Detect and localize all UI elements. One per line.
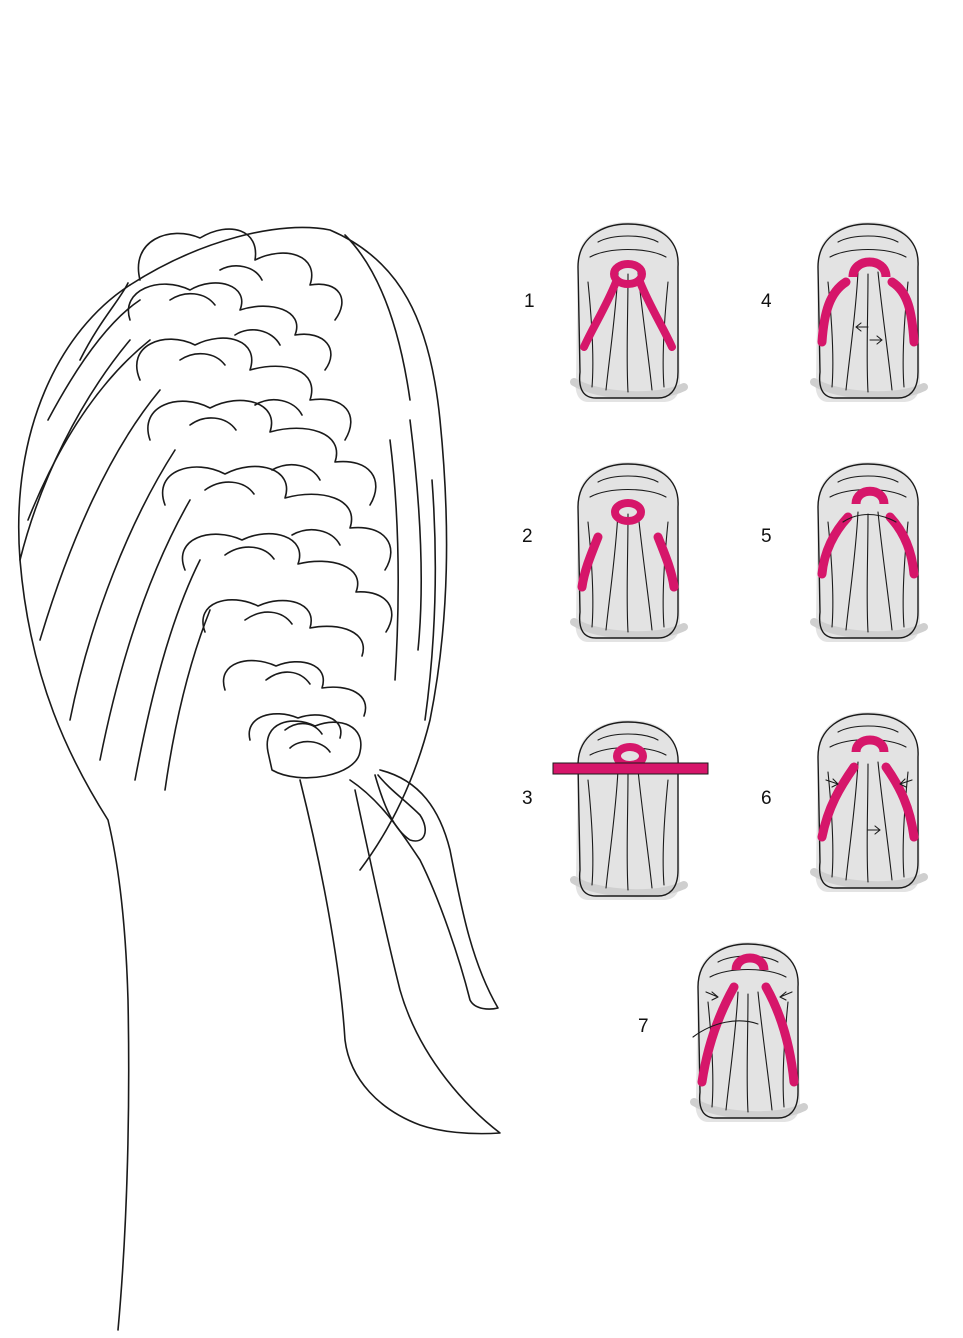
ribbon-tail-right [349, 769, 499, 1010]
braid-step-4-icon [814, 222, 924, 402]
braid-step-2-icon [574, 462, 684, 642]
braid-step-1-icon [574, 222, 684, 402]
braid-step-6-icon [814, 712, 924, 892]
step-number-3: 3 [522, 788, 533, 809]
step-number-5: 5 [761, 526, 772, 547]
step-number-1: 1 [524, 291, 535, 312]
step-number-4: 4 [761, 291, 772, 312]
head-outline [17, 284, 131, 1331]
braid-step-3-icon [552, 720, 709, 900]
ribbon-loop [374, 774, 426, 842]
step-number-6: 6 [761, 788, 772, 809]
braid-step-7-icon [693, 942, 804, 1122]
hair-outline [79, 226, 448, 871]
step-number-2: 2 [522, 526, 533, 547]
head-with-braid-illustration [17, 226, 501, 1331]
braid-step-5-icon [814, 462, 924, 642]
step-number-7: 7 [638, 1016, 649, 1037]
ribbon-tail-left [299, 779, 501, 1135]
